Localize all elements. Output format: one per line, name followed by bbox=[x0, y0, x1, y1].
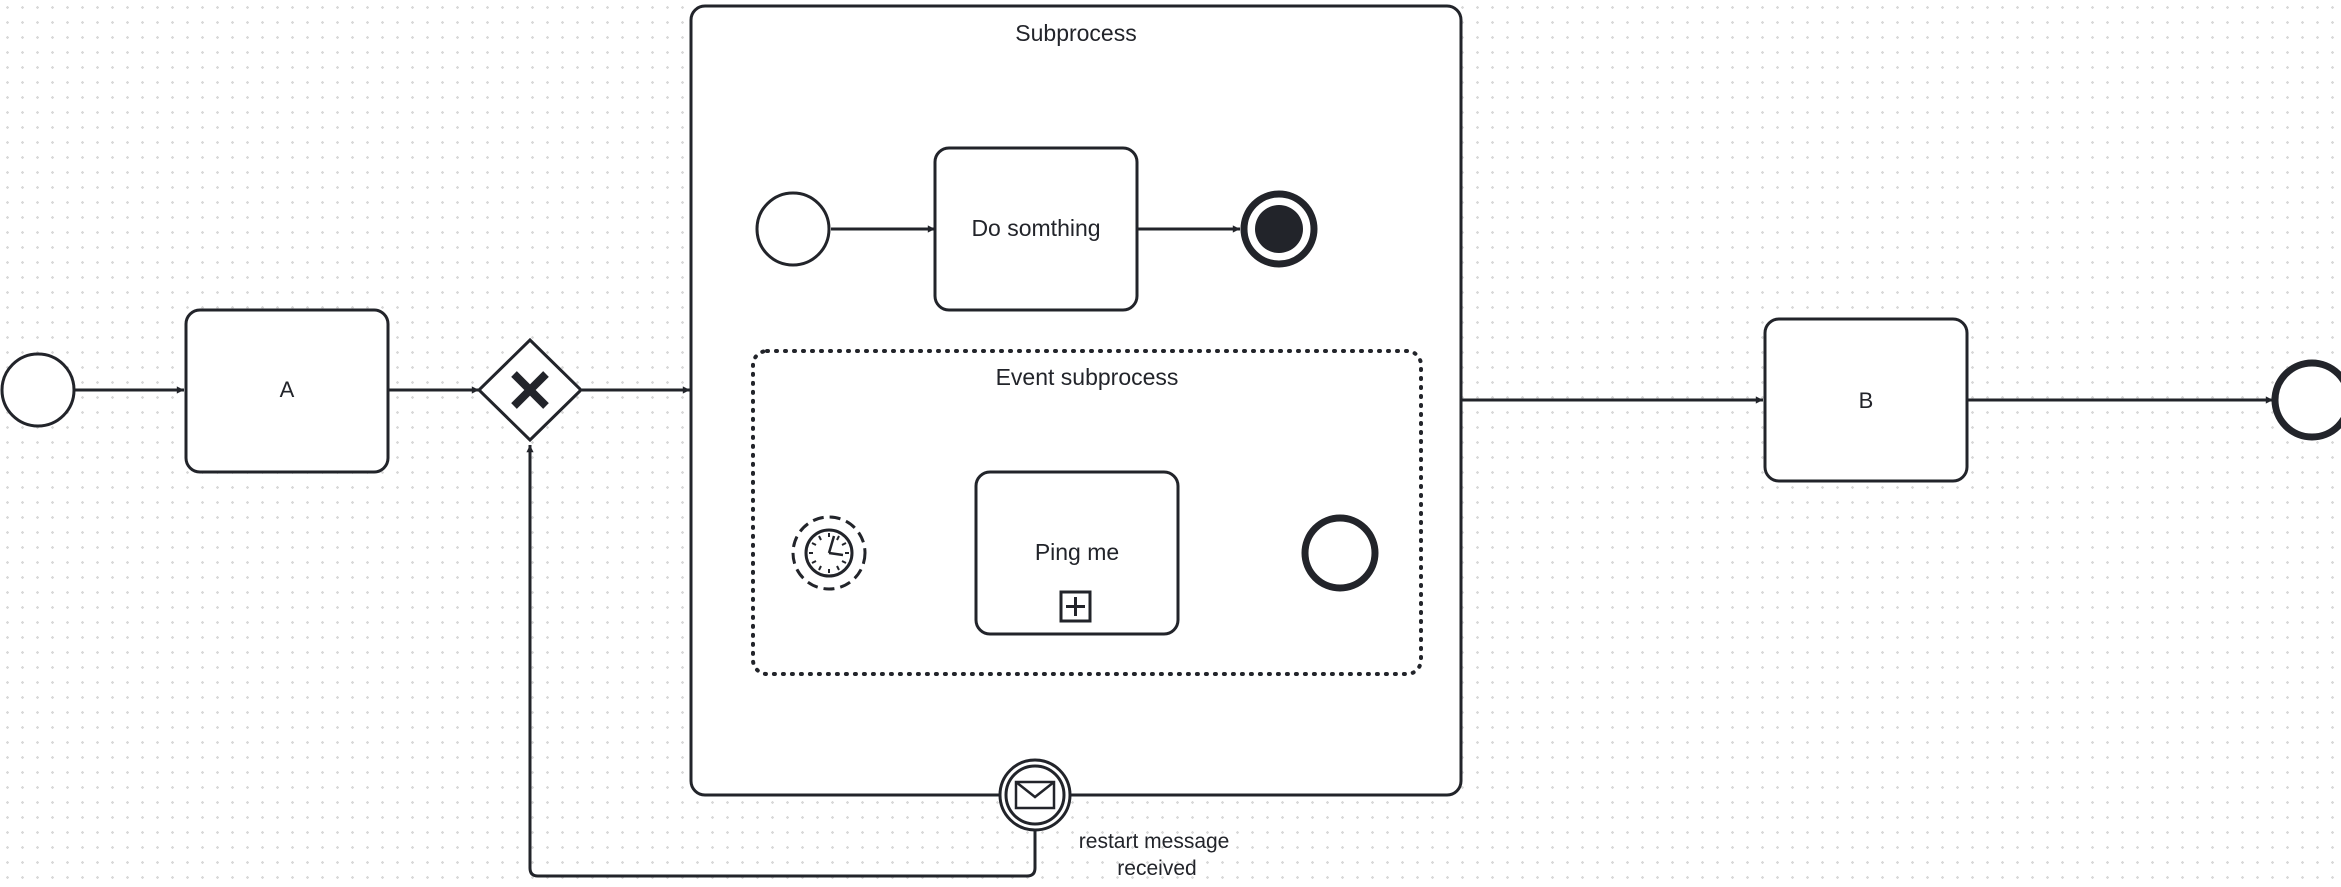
envelope-icon bbox=[1014, 780, 1056, 810]
clock-icon bbox=[804, 528, 854, 578]
task-b[interactable]: B bbox=[1763, 317, 1969, 483]
subprocess-start-event[interactable] bbox=[755, 191, 831, 267]
task-ping-me-label: Ping me bbox=[1035, 539, 1119, 565]
event-subprocess-end-event[interactable] bbox=[1301, 514, 1379, 592]
boundary-event-label-line2: received bbox=[1117, 857, 1196, 880]
terminate-end-event[interactable] bbox=[1240, 190, 1318, 268]
sequence-flows bbox=[75, 386, 2273, 878]
flow-message-to-gateway[interactable] bbox=[526, 445, 1037, 878]
task-a-label: A bbox=[280, 377, 295, 402]
task-do-somthing[interactable]: Do somthing bbox=[933, 146, 1139, 312]
gateway-x-icon bbox=[511, 371, 549, 409]
boundary-event-label: restart message received bbox=[1079, 830, 1235, 880]
boundary-message-event[interactable] bbox=[998, 758, 1072, 832]
end-event[interactable] bbox=[2271, 359, 2341, 441]
timer-start-event[interactable] bbox=[791, 515, 867, 591]
exclusive-gateway[interactable] bbox=[476, 337, 584, 443]
task-b-label: B bbox=[1859, 388, 1874, 413]
boundary-event-label-line1: restart message bbox=[1079, 830, 1230, 853]
start-event[interactable] bbox=[0, 352, 76, 428]
task-do-somthing-label: Do somthing bbox=[971, 215, 1100, 241]
collapsed-marker-icon[interactable] bbox=[1059, 590, 1092, 623]
terminate-dot-icon bbox=[1255, 205, 1303, 253]
task-ping-me[interactable]: Ping me bbox=[974, 470, 1180, 636]
subprocess-title: Subprocess bbox=[1015, 20, 1136, 46]
event-subprocess-title: Event subprocess bbox=[996, 364, 1179, 390]
task-a[interactable]: A bbox=[184, 308, 390, 474]
